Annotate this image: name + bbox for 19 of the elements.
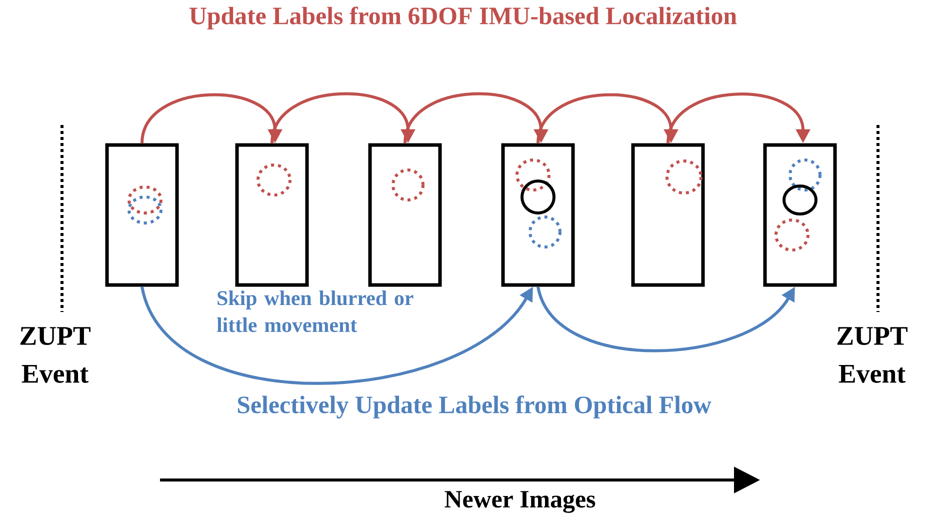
arrow	[140, 286, 533, 385]
image-frame	[631, 143, 705, 287]
title: Update Labels from 6DOF IMU-based Localization	[190, 6, 737, 30]
image-frame	[368, 143, 442, 287]
arrow	[404, 92, 548, 144]
image-frame	[235, 143, 309, 287]
arrow	[140, 93, 282, 144]
image-frame	[763, 143, 837, 287]
arrow	[270, 92, 416, 144]
event-label: ZUPT Event	[837, 327, 908, 383]
note: Skip when blurred or little movement	[216, 290, 414, 332]
arrow	[536, 286, 795, 352]
image-frame	[501, 143, 575, 287]
event-label: ZUPT Event	[20, 327, 90, 383]
axis-label: Newer Images	[444, 491, 596, 513]
image-frame	[105, 143, 179, 287]
arrow	[666, 92, 810, 144]
arrow	[536, 93, 678, 144]
caption: Selectively Update Labels from Optical Flow	[238, 396, 712, 418]
